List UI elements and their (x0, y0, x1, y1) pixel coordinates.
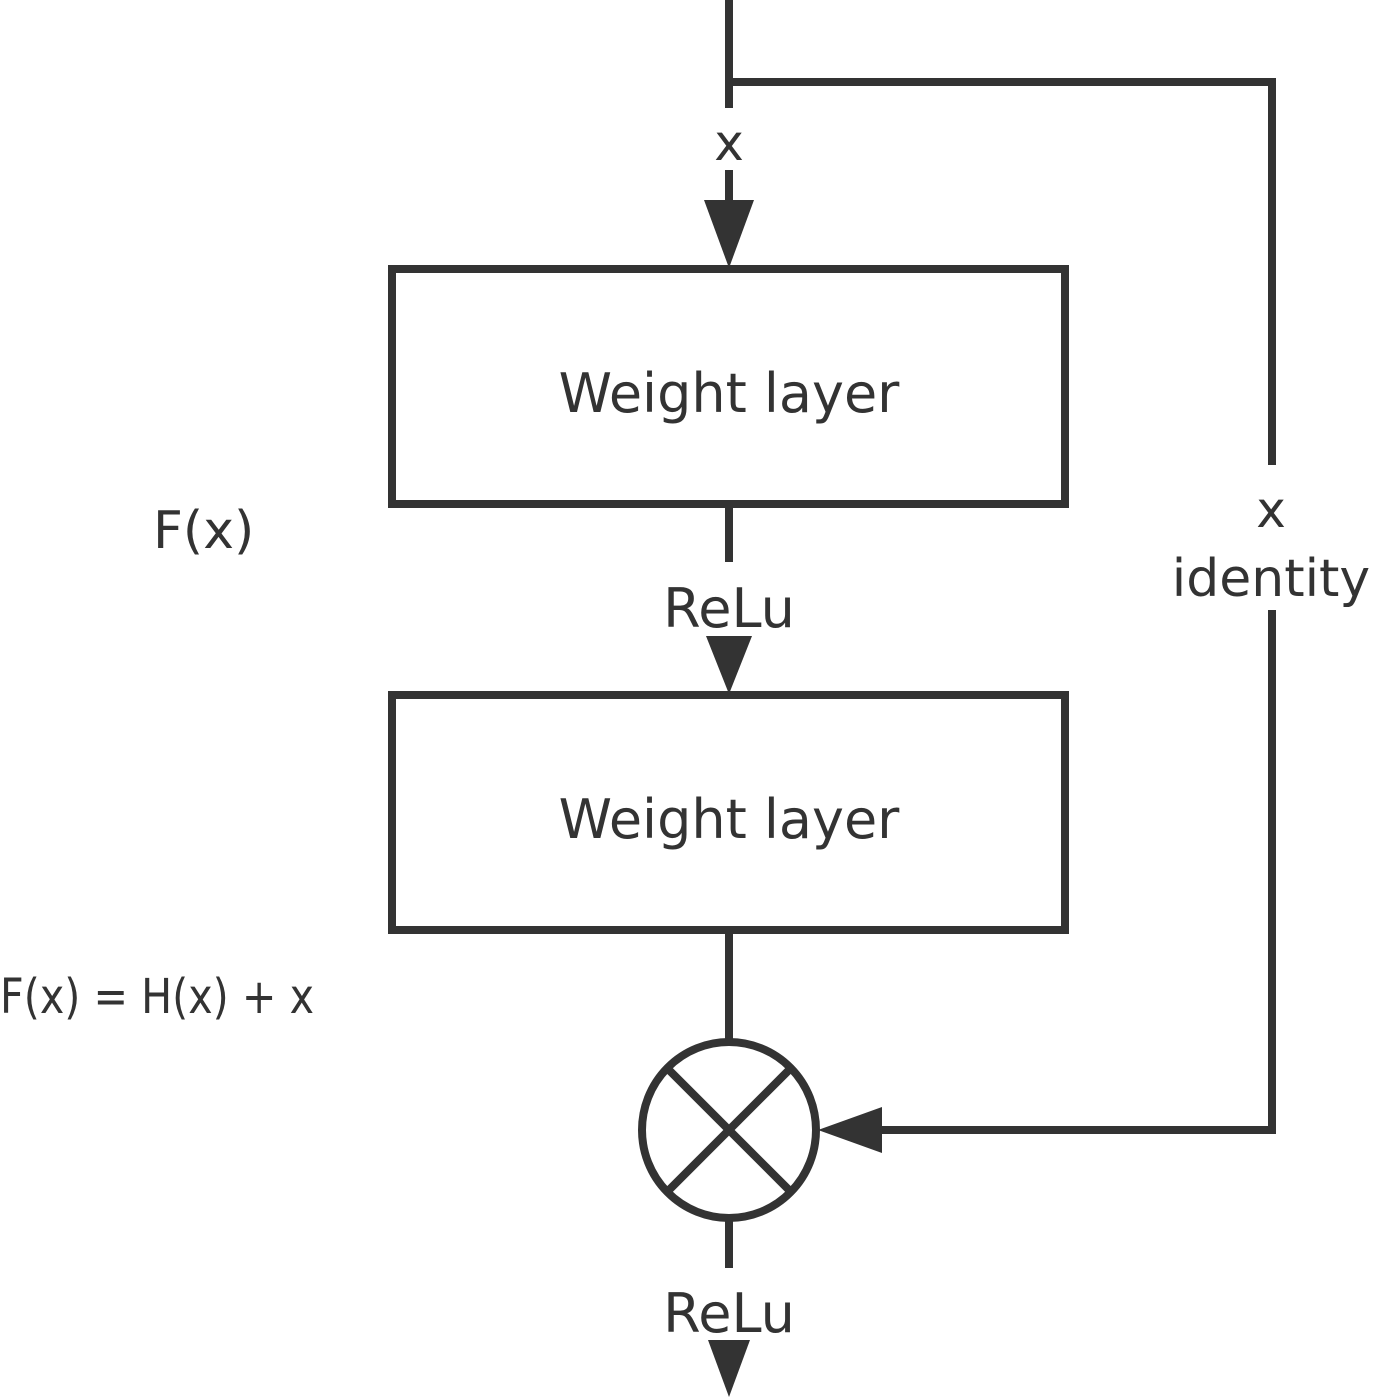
input-arrowhead (704, 200, 754, 268)
relu-output-label: ReLu (663, 1282, 795, 1345)
input-label: x (714, 114, 744, 172)
shortcut-line-lower (875, 610, 1276, 1134)
residual-function-label: F(x) (153, 501, 254, 561)
shortcut-label-var: x (1256, 481, 1286, 539)
shortcut-arrowhead (818, 1107, 882, 1153)
weight-layer-1 (388, 265, 1069, 508)
weight-layer-2-label: Weight layer (559, 788, 901, 851)
output-arrowhead (708, 1340, 750, 1397)
relu-middle-label: ReLu (663, 577, 795, 640)
circle-cross-icon (638, 1038, 820, 1222)
equation-label: F(x) = H(x) + x (0, 969, 314, 1025)
weight-layer-1-label: Weight layer (559, 362, 901, 425)
relu-middle-arrowhead (706, 636, 752, 694)
shortcut-label-text: identity (1172, 549, 1370, 609)
shortcut-line-upper (729, 78, 1276, 465)
